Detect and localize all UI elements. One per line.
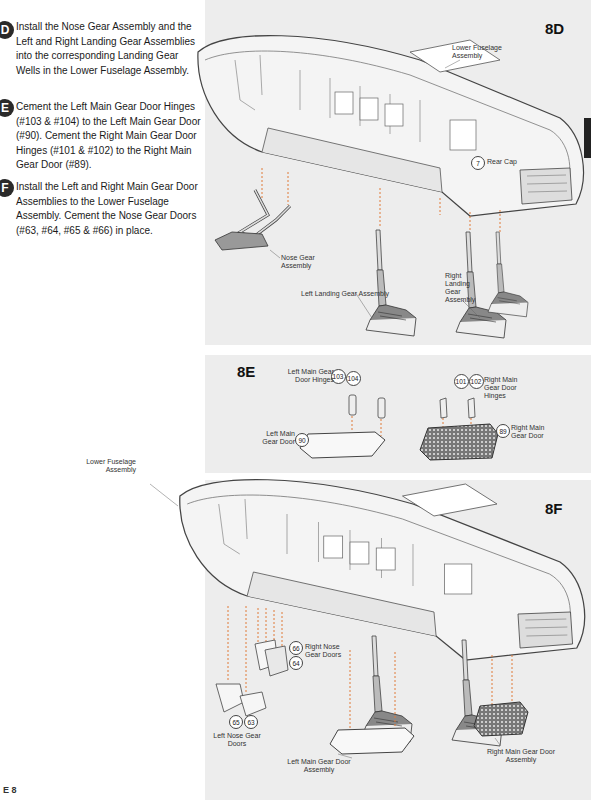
part-label: Nose Gear Assembly	[281, 254, 323, 270]
callout-number: 7	[471, 156, 485, 170]
callout-number: 64	[289, 656, 303, 670]
callout-text: 104	[348, 375, 359, 382]
part-label: Left Nose Gear Doors	[212, 732, 262, 748]
callout-text: 103	[333, 373, 344, 380]
part-label: Left Main Gear Door Hinges	[282, 368, 334, 384]
callout-number: 65	[229, 715, 243, 729]
left-landing-gear	[366, 230, 416, 336]
right-main-door	[474, 702, 528, 736]
lower-fuselage	[198, 36, 584, 216]
page-tab	[584, 118, 591, 158]
step-number: 8D	[545, 20, 564, 37]
step-letter: E	[1, 101, 9, 115]
part-label: Right Landing Gear Assembly	[445, 272, 477, 304]
callout-text: 65	[232, 719, 239, 726]
callout-text: 102	[471, 378, 482, 385]
instruction-text: Install the Left and Right Main Gear Doo…	[16, 180, 202, 238]
callout-text: 7	[476, 160, 480, 167]
step-letter-circle: D	[0, 21, 14, 39]
step-letter: D	[1, 23, 10, 37]
callout-number: 63	[244, 715, 258, 729]
callout-text: 66	[292, 645, 299, 652]
lower-fuselage	[180, 480, 585, 660]
part-label: Rear Cap	[487, 158, 527, 166]
part-label: Lower Fuselage Assembly	[452, 44, 510, 60]
step-panel	[205, 355, 591, 473]
part-label: Lower Fuselage Assembly	[84, 458, 136, 474]
instruction-text: Cement the Left Main Gear Door Hinges (#…	[16, 100, 202, 173]
part-label: Right Main Gear Door	[511, 424, 555, 440]
step-panel: 8E 103 104 90 101 102 89	[205, 355, 591, 473]
callout-number: 89	[496, 424, 510, 438]
callout-text: 64	[292, 660, 299, 667]
left-landing-gear	[362, 636, 412, 742]
page-number: E 8	[3, 785, 33, 795]
step-letter: F	[1, 181, 8, 195]
step-number: 8E	[237, 363, 255, 380]
callout-number: 66	[289, 641, 303, 655]
instruction-text: Install the Nose Gear Assembly and the L…	[16, 20, 202, 78]
callout-text: 89	[499, 428, 506, 435]
right-landing-gear-strut	[488, 232, 528, 317]
step-letter-circle: F	[0, 179, 14, 197]
nose-gear-doors	[216, 640, 288, 716]
callout-number: 90	[295, 433, 309, 447]
part-label: Right Nose Gear Doors	[305, 643, 345, 659]
part-label: Left Landing Gear Assembly	[300, 290, 390, 298]
step-number: 8F	[545, 500, 563, 517]
step-letter-circle: E	[0, 99, 14, 117]
callout-number: 101	[454, 374, 469, 389]
left-hinges	[349, 395, 385, 418]
callout-number: 102	[469, 374, 484, 389]
step-panel: 8D 7	[205, 0, 591, 345]
left-main-door	[330, 728, 414, 754]
right-main-door	[420, 424, 498, 460]
nose-gear	[215, 190, 290, 250]
part-label: Right Main Gear Door Assembly	[484, 748, 558, 764]
callout-text: 90	[298, 437, 305, 444]
part-label: Right Main Gear Door Hinges	[484, 376, 534, 400]
part-label: Left Main Gear Door Assembly	[280, 758, 358, 774]
right-hinges	[440, 398, 475, 418]
callout-number: 104	[346, 371, 361, 386]
left-main-door	[300, 432, 385, 458]
callout-text: 63	[247, 719, 254, 726]
part-label: Left Main Gear Door	[257, 430, 295, 446]
callout-text: 101	[456, 378, 467, 385]
